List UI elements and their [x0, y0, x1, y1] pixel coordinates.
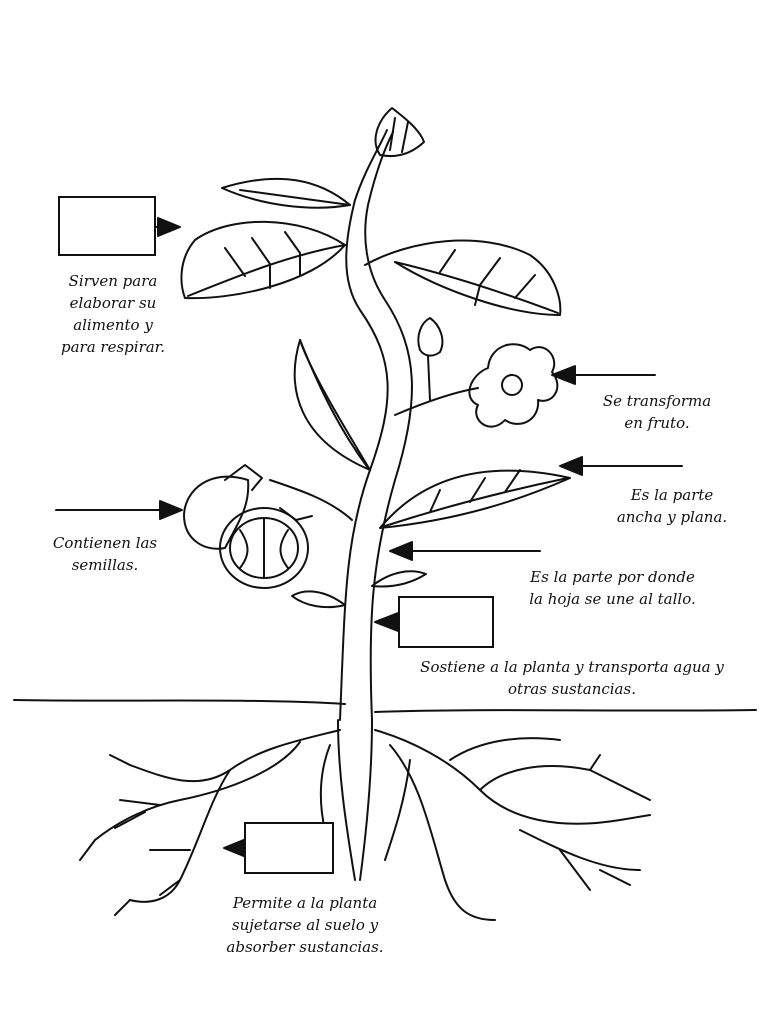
leaf-small-left	[291, 590, 346, 609]
fruit-whole	[183, 464, 263, 550]
roots-answer-box[interactable]	[244, 822, 334, 874]
fruit-cut	[219, 507, 313, 589]
leaves-answer-box[interactable]	[58, 196, 156, 256]
flower	[468, 343, 559, 428]
roots	[79, 719, 651, 921]
arrows	[55, 217, 683, 858]
fruits-description: Contienen las semillas.	[52, 534, 158, 574]
stem-description: Sostiene a la planta y transporta agua y…	[420, 658, 724, 698]
ground-line	[13, 699, 757, 713]
leaf-right	[364, 239, 562, 316]
leaf-left	[180, 220, 346, 300]
leaves-description: Sirven para elaborar su alimento y para …	[61, 272, 165, 356]
petiole-description: Es la parte por donde la hoja se une al …	[529, 568, 696, 608]
leaf-blade	[379, 469, 571, 529]
top-bud	[374, 107, 425, 158]
stem-answer-box[interactable]	[398, 596, 494, 648]
flower-description: Se transforma en fruto.	[602, 392, 712, 432]
leaf-middle-left	[293, 339, 371, 471]
leaf-small-right	[371, 570, 427, 588]
flower-bud	[417, 317, 444, 357]
roots-description: Permite a la planta sujetarse al suelo y…	[226, 894, 384, 956]
blade-description: Es la parte ancha y plana.	[616, 486, 728, 526]
stem	[339, 129, 389, 721]
leaf-upper-left	[221, 177, 351, 209]
